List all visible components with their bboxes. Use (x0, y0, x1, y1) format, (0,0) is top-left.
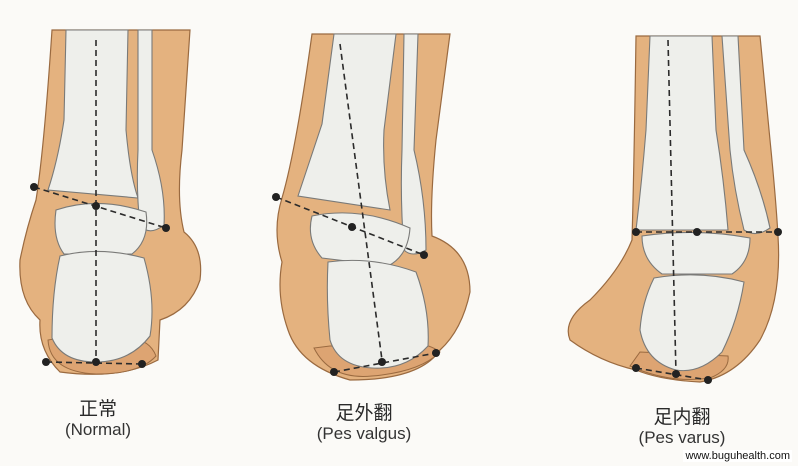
figure-normal (19, 29, 202, 375)
caption-valgus-en: (Pes valgus) (316, 424, 412, 443)
normal-ankle-line (33, 186, 167, 229)
varus-marker (632, 364, 640, 372)
valgus-marker (378, 358, 386, 366)
caption-normal-en: (Normal) (64, 420, 132, 439)
figure-pes-varus (567, 35, 782, 384)
normal-calcaneus (51, 250, 153, 363)
normal-marker (162, 224, 170, 232)
valgus-tibia (297, 33, 397, 211)
normal-heel-line (45, 361, 143, 365)
varus-marker (774, 228, 782, 236)
valgus-talus (309, 212, 411, 267)
valgus-marker (420, 251, 428, 259)
normal-marker (30, 183, 38, 191)
varus-marker (672, 370, 680, 378)
valgus-marker (272, 193, 280, 201)
valgus-marker (348, 223, 356, 231)
caption-normal-zh: 正常 (78, 398, 117, 420)
varus-fibula (721, 35, 771, 235)
varus-calcaneus (639, 274, 745, 372)
varus-heel-line (635, 367, 709, 381)
valgus-marker (432, 349, 440, 357)
valgus-ankle-line (275, 196, 425, 256)
normal-talus (54, 202, 148, 255)
varus-talus (641, 231, 751, 275)
valgus-marker (330, 368, 338, 376)
caption-varus-en: (Pes varus) (638, 428, 726, 447)
normal-marker (92, 202, 100, 210)
varus-tibia (635, 35, 729, 231)
valgus-fibula (400, 33, 427, 255)
varus-marker (693, 228, 701, 236)
figure-pes-valgus (272, 33, 471, 381)
normal-marker (92, 358, 100, 366)
caption-valgus-zh: 足外翻 (335, 402, 393, 424)
normal-marker (138, 360, 146, 368)
varus-marker (704, 376, 712, 384)
normal-fibula (136, 29, 165, 232)
varus-vertical-axis (667, 39, 677, 375)
caption-varus-zh: 足内翻 (653, 406, 711, 428)
normal-marker (42, 358, 50, 366)
watermark-text: www.buguhealth.com (683, 450, 792, 462)
varus-marker (632, 228, 640, 236)
valgus-vertical-axis (339, 43, 383, 361)
valgus-calcaneus (326, 259, 429, 369)
